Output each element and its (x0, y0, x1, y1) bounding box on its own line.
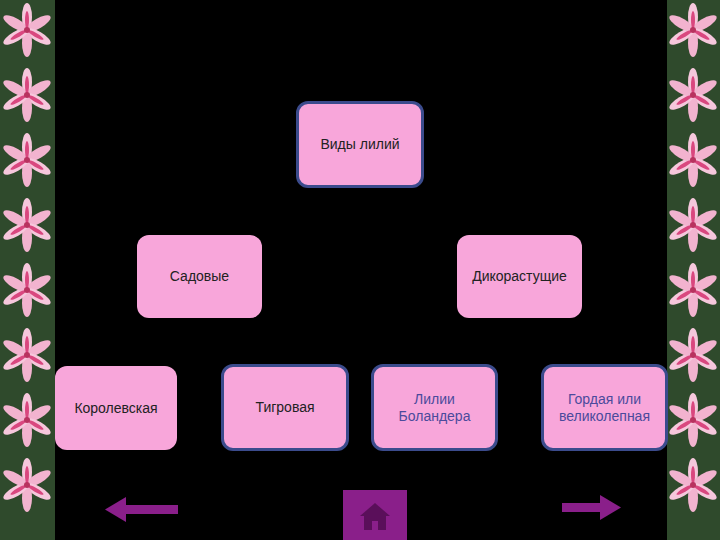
lily-strip (0, 0, 55, 540)
forward-arrow (562, 495, 621, 520)
box-text-holder: Садовые (170, 268, 229, 285)
back-arrow (105, 497, 178, 522)
box-label: Тигровая (255, 399, 314, 416)
lily-strip (667, 0, 720, 540)
box-text-holder: Виды лилий (320, 136, 399, 153)
lily-kind-box: Королевская (55, 366, 177, 450)
home-button (343, 490, 407, 540)
box-text-holder: Тигровая (255, 399, 314, 416)
box-text-holder: Дикорастущие (472, 268, 567, 285)
box-label: Садовые (170, 268, 229, 285)
box-label: Виды лилий (320, 136, 399, 153)
box-label: Лилии Боландера (382, 391, 487, 425)
box-text-holder: Королевская (74, 400, 157, 417)
lily-kind-box: Виды лилий (296, 101, 424, 188)
lily-kind-box: Лилии Боландера (371, 364, 498, 451)
box-label: Дикорастущие (472, 268, 567, 285)
lily-kind-box: Садовые (137, 235, 262, 318)
lily-kind-box: Гордая или великолепная (541, 364, 668, 451)
lily-kind-box: Тигровая (221, 364, 349, 451)
lily-kind-box: Дикорастущие (457, 235, 582, 318)
box-label: Гордая или великолепная (552, 391, 657, 425)
box-label: Королевская (74, 400, 157, 417)
box-text-holder: Гордая или великолепная (552, 391, 657, 425)
lily-pattern (1, 3, 719, 512)
box-text-holder: Лилии Боландера (382, 391, 487, 425)
